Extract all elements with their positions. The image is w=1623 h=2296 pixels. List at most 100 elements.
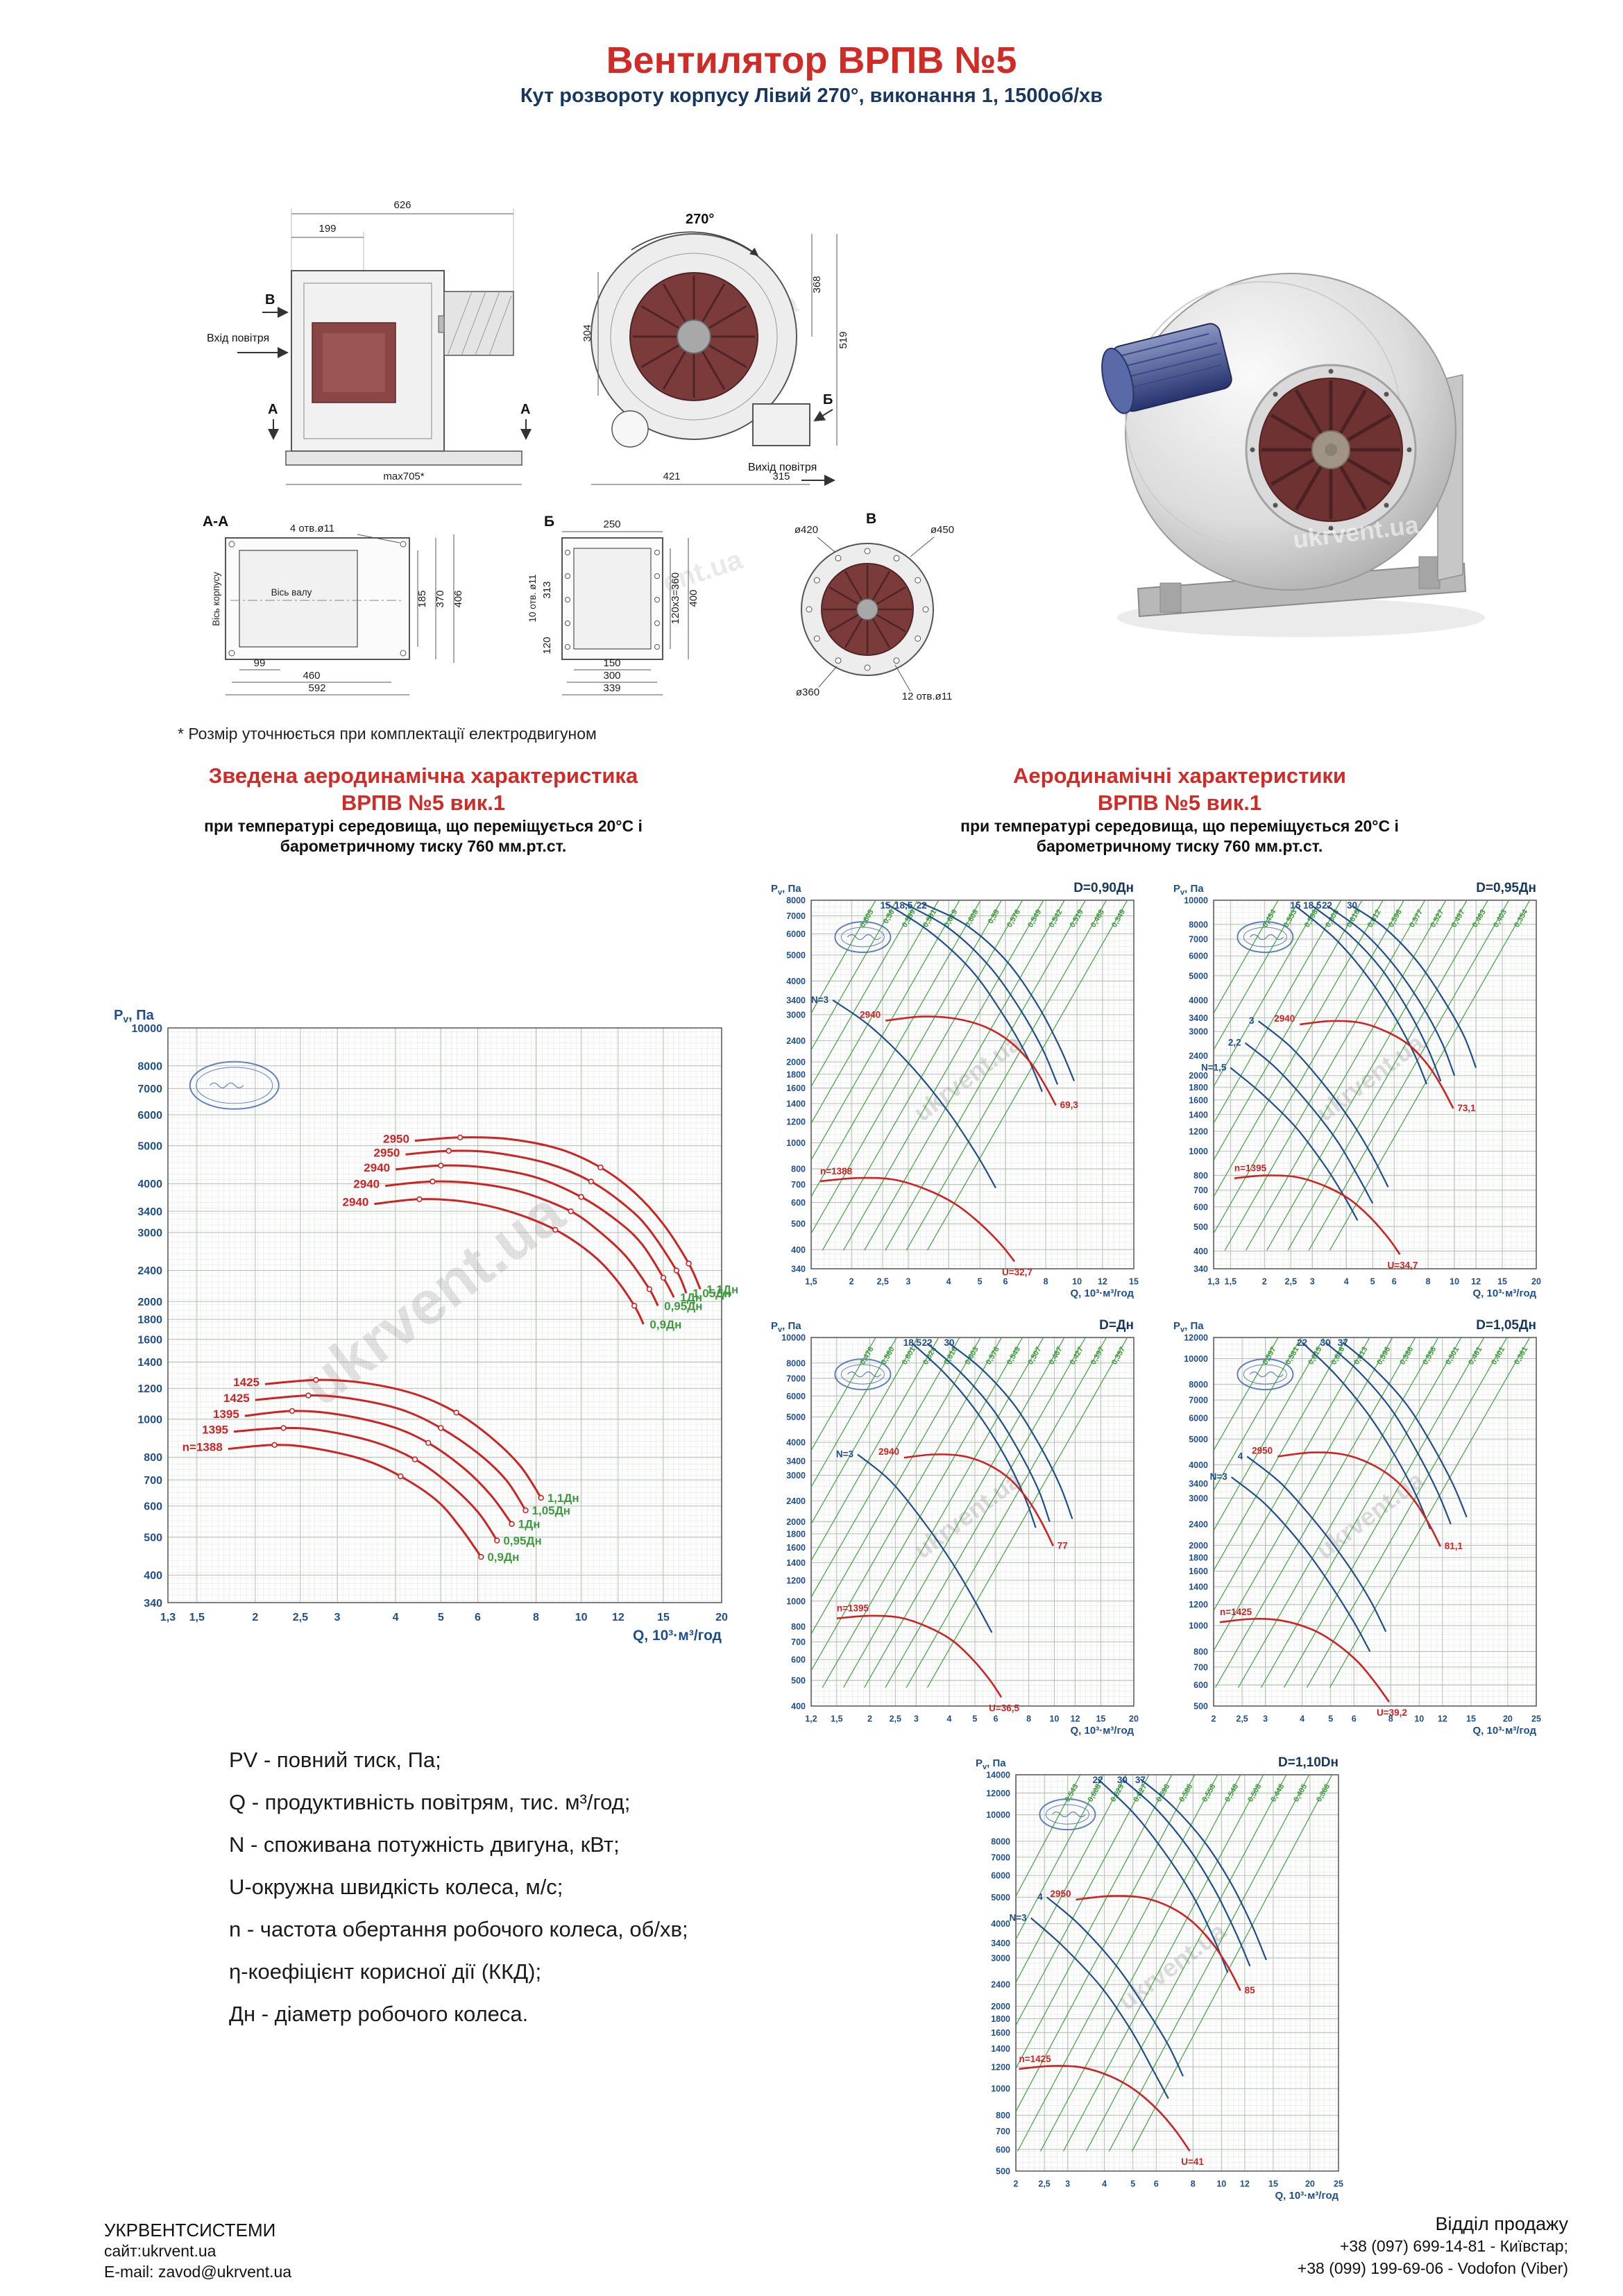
- svg-text:3000: 3000: [991, 1953, 1010, 1963]
- svg-text:2950: 2950: [1050, 1889, 1071, 1899]
- svg-text:Pv, Па: Pv, Па: [1173, 1320, 1204, 1334]
- svg-text:800: 800: [144, 1452, 162, 1464]
- svg-text:3: 3: [1310, 1277, 1315, 1287]
- company-email: E-mail: zavod@ukrvent.ua: [104, 2263, 292, 2281]
- svg-text:1400: 1400: [991, 2044, 1010, 2054]
- svg-text:1,1Дн: 1,1Дн: [547, 1492, 579, 1505]
- dim-99-label: 99: [254, 657, 266, 669]
- svg-text:18,5: 18,5: [1303, 900, 1322, 911]
- svg-text:Pv, Па: Pv, Па: [771, 883, 801, 897]
- svg-text:5000: 5000: [786, 1412, 806, 1422]
- sales-department-label: Відділ продажу: [1435, 2213, 1568, 2234]
- dim-120-label: 120: [541, 636, 553, 654]
- svg-text:12: 12: [1438, 1714, 1447, 1724]
- svg-text:12: 12: [612, 1612, 624, 1623]
- dim-300-label: 300: [603, 670, 620, 682]
- svg-text:20: 20: [1305, 2179, 1315, 2189]
- svg-text:1Дн: 1Дн: [680, 1291, 702, 1304]
- svg-text:8: 8: [1026, 1714, 1031, 1724]
- svg-text:5: 5: [978, 1277, 983, 1287]
- svg-text:n=1388: n=1388: [182, 1441, 223, 1454]
- svg-text:1425: 1425: [233, 1376, 260, 1389]
- svg-text:1000: 1000: [1189, 1147, 1208, 1156]
- svg-text:0,9Дн: 0,9Дн: [649, 1318, 681, 1331]
- svg-text:69,3: 69,3: [1060, 1099, 1079, 1110]
- svg-text:340: 340: [1193, 1265, 1208, 1274]
- svg-text:12: 12: [1471, 1277, 1481, 1287]
- svg-text:1400: 1400: [1189, 1582, 1208, 1592]
- svg-text:8: 8: [533, 1612, 539, 1623]
- svg-text:2940: 2940: [353, 1177, 380, 1190]
- svg-text:10000: 10000: [132, 1023, 163, 1035]
- svg-text:3400: 3400: [137, 1206, 162, 1218]
- svg-text:8000: 8000: [991, 1837, 1010, 1846]
- svg-text:15: 15: [1268, 2179, 1278, 2189]
- svg-text:700: 700: [791, 1180, 806, 1190]
- svg-text:1800: 1800: [786, 1070, 806, 1079]
- svg-text:5: 5: [438, 1612, 444, 1623]
- legend-line: PV - повний тиск, Па;: [229, 1748, 441, 1772]
- front-view-drawing: 270° Б Вихід повітря 368 304 519 421 315: [581, 212, 849, 486]
- right-heading-sub2: барометричному тиску 760 мм.рт.ст.: [1036, 837, 1323, 855]
- svg-text:12: 12: [1098, 1277, 1107, 1287]
- svg-text:500: 500: [791, 1676, 806, 1686]
- svg-text:15: 15: [1466, 1714, 1476, 1724]
- svg-text:700: 700: [1193, 1662, 1208, 1672]
- svg-text:n=1395: n=1395: [1234, 1163, 1267, 1174]
- svg-text:2: 2: [849, 1277, 854, 1287]
- view-v-drawing: В ø420 ø450 ø360 12 отв.ø11: [794, 511, 954, 702]
- svg-text:800: 800: [791, 1622, 806, 1632]
- svg-text:2400: 2400: [1189, 1052, 1208, 1061]
- svg-text:8: 8: [1044, 1277, 1048, 1287]
- svg-text:5000: 5000: [137, 1140, 162, 1152]
- svg-text:1200: 1200: [786, 1576, 806, 1585]
- svg-text:1600: 1600: [786, 1083, 806, 1093]
- svg-text:7000: 7000: [1189, 935, 1208, 945]
- svg-text:6: 6: [475, 1612, 481, 1623]
- svg-text:12: 12: [1240, 2179, 1250, 2189]
- svg-text:4: 4: [947, 1714, 952, 1724]
- svg-text:2940: 2940: [343, 1196, 369, 1209]
- svg-text:6000: 6000: [991, 1871, 1010, 1881]
- axis-shaft-label: Вісь валу: [271, 587, 312, 598]
- svg-text:N=3: N=3: [1210, 1471, 1228, 1482]
- svg-text:6000: 6000: [786, 929, 806, 939]
- svg-text:10000: 10000: [781, 1333, 806, 1343]
- svg-text:4000: 4000: [991, 1919, 1010, 1929]
- svg-text:7000: 7000: [786, 911, 806, 921]
- svg-text:700: 700: [996, 2127, 1010, 2136]
- svg-text:1400: 1400: [786, 1558, 806, 1568]
- dim-626-label: 626: [393, 199, 411, 211]
- svg-text:1000: 1000: [1189, 1621, 1208, 1631]
- svg-text:n=1395: n=1395: [837, 1603, 869, 1614]
- svg-text:1800: 1800: [1189, 1553, 1208, 1562]
- svg-text:2940: 2940: [860, 1010, 881, 1020]
- footer-company-block: УКРВЕНТСИСТЕМИ сайт:ukrvent.ua E-mail: z…: [104, 2220, 291, 2282]
- angle-270-label: 270°: [686, 212, 714, 227]
- svg-text:U=39,2: U=39,2: [1377, 1707, 1407, 1718]
- svg-text:4: 4: [1037, 1891, 1043, 1902]
- svg-text:3400: 3400: [991, 1939, 1010, 1948]
- legend-line: N - споживана потужність двигуна, кВт;: [229, 1832, 620, 1857]
- dim-406-label: 406: [452, 590, 464, 607]
- svg-text:600: 600: [791, 1655, 806, 1665]
- svg-text:500: 500: [144, 1532, 162, 1544]
- svg-text:4: 4: [1102, 2179, 1107, 2189]
- dim-519-label: 519: [838, 331, 849, 348]
- svg-text:Q, 10³·м³/год: Q, 10³·м³/год: [633, 1628, 722, 1644]
- svg-text:500: 500: [996, 2167, 1010, 2177]
- svg-text:2,5: 2,5: [890, 1714, 901, 1724]
- svg-text:8000: 8000: [786, 1358, 806, 1368]
- svg-text:10: 10: [1414, 1714, 1424, 1724]
- svg-text:10: 10: [1216, 2179, 1226, 2189]
- view-v-title: В: [866, 511, 876, 527]
- svg-text:1,3: 1,3: [1207, 1277, 1219, 1287]
- svg-text:1425: 1425: [223, 1392, 250, 1405]
- svg-text:2000: 2000: [1189, 1071, 1208, 1081]
- svg-text:800: 800: [791, 1165, 806, 1174]
- svg-text:1600: 1600: [786, 1543, 806, 1553]
